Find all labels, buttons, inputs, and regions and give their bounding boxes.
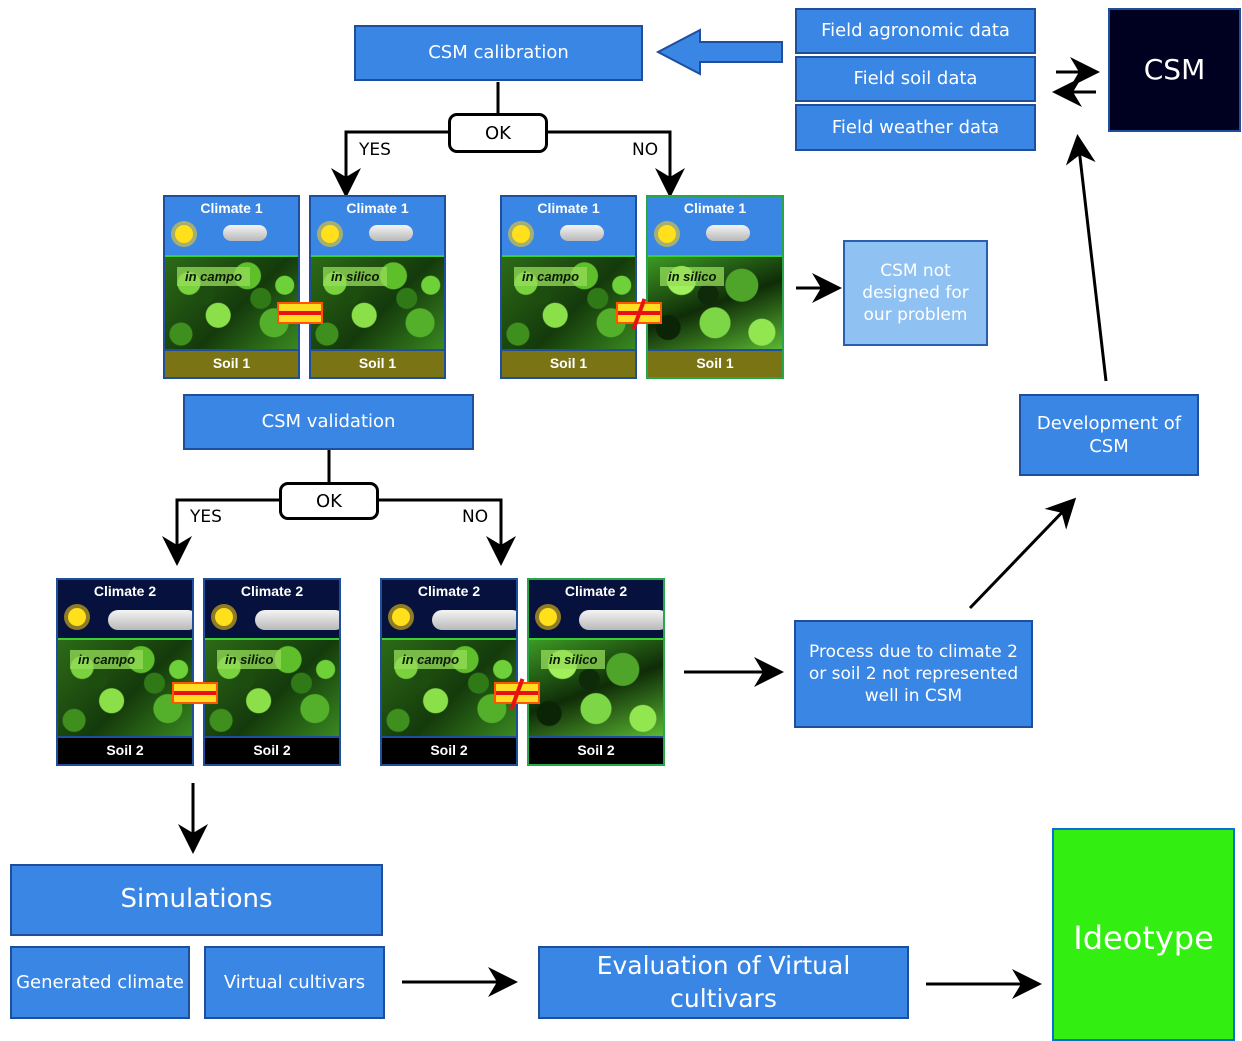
climate-label: Climate 2 — [240, 583, 304, 599]
csm-calibration-box: CSM calibration — [354, 25, 643, 81]
validation-no-label: NO — [462, 507, 489, 527]
process-note-box: Process due to climate 2 or soil 2 not r… — [794, 620, 1033, 728]
climate1-in-silico-panel-b: Climate 1 in silico Soil 1 — [646, 195, 784, 379]
generated-climate-box: Generated climate — [10, 946, 190, 1019]
csm-box: CSM — [1108, 8, 1241, 132]
climate-label: Climate 1 — [346, 200, 409, 216]
storm-cloud-icon — [432, 610, 516, 630]
field-data-to-calibration-arrow — [655, 28, 783, 76]
in-campo-tag: in campo — [394, 650, 468, 669]
rain-cloud-icon — [560, 225, 604, 241]
equal-sign-icon — [172, 682, 218, 704]
calibration-yes-label: YES — [359, 140, 391, 160]
sun-icon — [175, 225, 193, 243]
soil-label: Soil 2 — [382, 736, 516, 764]
climate1-in-silico-panel: Climate 1 in silico Soil 1 — [309, 195, 446, 379]
sun-icon — [539, 608, 557, 626]
equal-sign-icon — [277, 302, 323, 324]
climate-label: Climate 1 — [537, 200, 600, 216]
soil-label: Soil 2 — [529, 736, 663, 764]
simulations-box: Simulations — [10, 864, 383, 936]
field-weather-data-box: Field weather data — [795, 104, 1036, 151]
not-equal-sign-icon — [616, 298, 662, 330]
in-campo-tag: in campo — [514, 267, 588, 286]
in-silico-tag: in silico — [323, 267, 388, 286]
in-silico-tag: in silico — [541, 650, 606, 669]
soil-label: Soil 2 — [58, 736, 192, 764]
climate2-in-silico-panel-b: Climate 2 in silico Soil 2 — [527, 578, 665, 766]
climate-label: Climate 1 — [683, 200, 747, 216]
sun-icon — [658, 225, 676, 243]
sun-icon — [215, 608, 233, 626]
sun-icon — [321, 225, 339, 243]
climate-label: Climate 2 — [93, 583, 157, 599]
calibration-no-label: NO — [632, 140, 659, 160]
soil-label: Soil 2 — [205, 736, 339, 764]
validation-ok-decision: OK — [279, 482, 379, 520]
soil-label: Soil 1 — [165, 349, 298, 377]
soil-label: Soil 1 — [648, 349, 782, 377]
climate2-in-campo-panel: Climate 2 in campo Soil 2 — [56, 578, 194, 766]
in-silico-tag: in silico — [217, 650, 282, 669]
storm-cloud-icon — [108, 610, 192, 630]
storm-cloud-icon — [579, 610, 663, 630]
field-agronomic-data-box: Field agronomic data — [795, 8, 1036, 54]
storm-cloud-icon — [255, 610, 339, 630]
climate1-in-campo-panel: Climate 1 in campo Soil 1 — [163, 195, 300, 379]
in-silico-tag: in silico — [660, 267, 725, 286]
soil-label: Soil 1 — [311, 349, 444, 377]
virtual-cultivars-box: Virtual cultivars — [204, 946, 385, 1019]
climate-label: Climate 2 — [417, 583, 481, 599]
climate2-in-campo-panel-b: Climate 2 in campo Soil 2 — [380, 578, 518, 766]
field-soil-data-box: Field soil data — [795, 56, 1036, 102]
soil-label: Soil 1 — [502, 349, 635, 377]
climate-label: Climate 1 — [200, 200, 263, 216]
rain-cloud-icon — [706, 225, 750, 241]
rain-cloud-icon — [369, 225, 413, 241]
sun-icon — [68, 608, 86, 626]
rain-cloud-icon — [223, 225, 267, 241]
climate-label: Climate 2 — [564, 583, 628, 599]
sun-icon — [512, 225, 530, 243]
sun-icon — [392, 608, 410, 626]
climate2-in-silico-panel: Climate 2 in silico Soil 2 — [203, 578, 341, 766]
climate1-in-campo-panel-b: Climate 1 in campo Soil 1 — [500, 195, 637, 379]
in-campo-tag: in campo — [177, 267, 251, 286]
csm-not-designed-box: CSM not designed for our problem — [843, 240, 988, 346]
calibration-ok-decision: OK — [448, 113, 548, 153]
in-campo-tag: in campo — [70, 650, 144, 669]
csm-validation-box: CSM validation — [183, 394, 474, 450]
validation-yes-label: YES — [190, 507, 222, 527]
not-equal-sign-icon — [494, 678, 540, 710]
development-of-csm-box: Development of CSM — [1019, 394, 1199, 476]
evaluation-box: Evaluation of Virtual cultivars — [538, 946, 909, 1019]
ideotype-box: Ideotype — [1052, 828, 1235, 1041]
